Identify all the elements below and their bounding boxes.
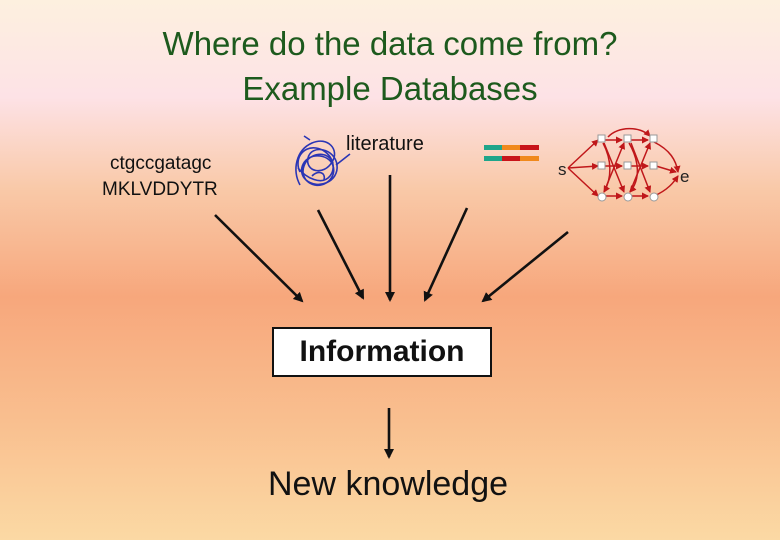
arrow-from-network [481, 230, 569, 303]
information-label: Information [299, 335, 465, 368]
network-start-label: s [558, 160, 567, 179]
arrow-from-sequence [214, 214, 304, 303]
arrow-from-expression [423, 207, 469, 302]
protein-structure-icon [295, 135, 351, 187]
expression-bars-icon [484, 145, 539, 161]
arrow-from-structure [316, 209, 365, 300]
network-end-label: e [680, 167, 690, 186]
dna-sequence-label: ctgccgatagc [110, 153, 212, 174]
title-line-2: Example Databases [242, 70, 538, 107]
literature-label: literature [346, 133, 424, 155]
information-box: Information [272, 327, 492, 377]
network-nodes [597, 134, 659, 202]
protein-sequence-label: MKLVDDYTR [102, 179, 218, 200]
network-graph-icon [567, 127, 681, 200]
title-line-1: Where do the data come from? [162, 25, 618, 62]
input-arrows [214, 175, 569, 459]
new-knowledge-label: New knowledge [267, 465, 509, 503]
